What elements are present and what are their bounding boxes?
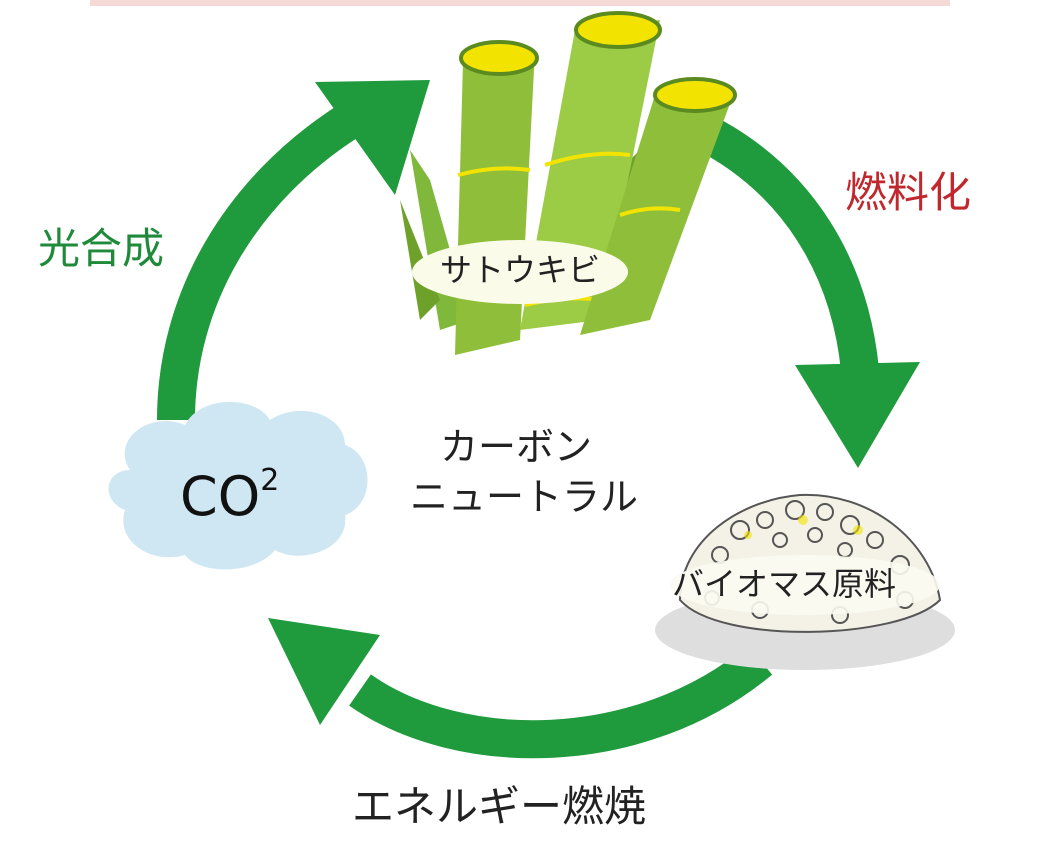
combustion-arrow [268,618,773,759]
co2-superscript: 2 [260,463,280,498]
fuelization-label: 燃料化 [845,168,972,217]
top-border-strip [90,0,950,6]
co2-label: CO2 [180,466,279,524]
biomass-label: バイオマス原料 [672,565,897,603]
energy-combustion-label: エネルギー燃焼 [352,782,647,831]
co2-cloud [108,401,368,570]
biomass-illustration [655,493,955,670]
co2-main-text: CO [180,465,261,528]
photosynthesis-label: 光合成 [38,224,165,273]
carbon-neutral-title-line2: ニュートラル [410,475,639,519]
carbon-neutral-title-line1: カーボン [440,425,593,469]
fuelization-arrow [691,113,920,468]
sugarcane-illustration [400,11,737,355]
photosynthesis-arrow [157,80,430,421]
sugarcane-label: サトウキビ [440,251,601,289]
